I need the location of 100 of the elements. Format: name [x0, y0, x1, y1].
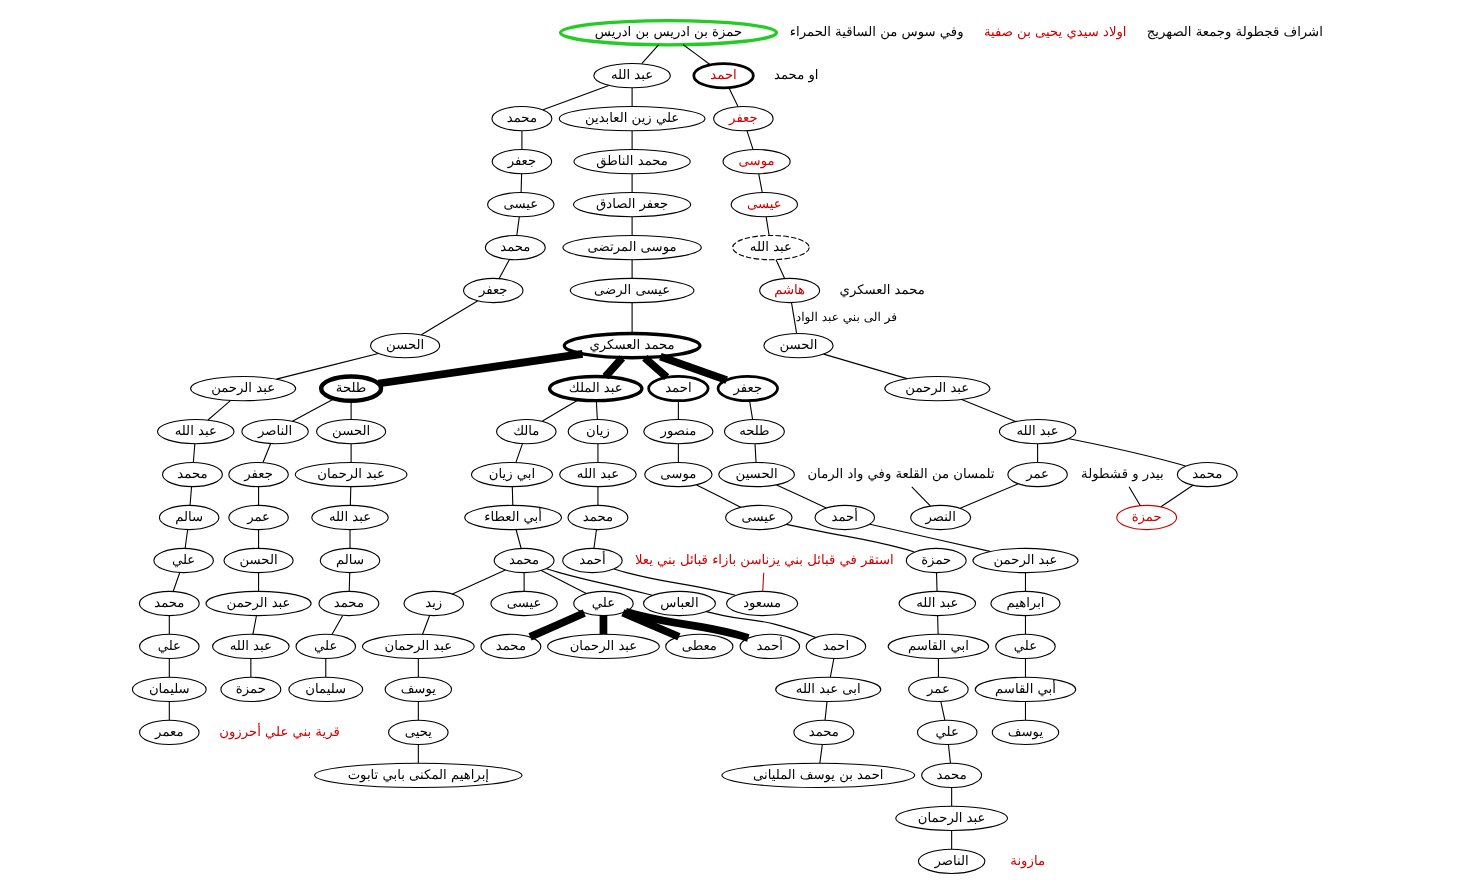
connector [189, 486, 193, 506]
connector [515, 529, 522, 549]
connector [936, 572, 938, 592]
connector [184, 529, 189, 549]
connector [520, 173, 523, 193]
connector [168, 615, 170, 635]
connector [275, 352, 379, 380]
connector [511, 486, 514, 506]
connector [791, 302, 798, 334]
connector [746, 130, 754, 150]
connector [528, 609, 586, 641]
connector [762, 572, 765, 592]
connector [1128, 486, 1141, 507]
connector [422, 615, 431, 635]
connector [417, 658, 419, 678]
connector [349, 486, 352, 506]
connector [252, 615, 257, 635]
connector [348, 572, 351, 592]
connector [250, 658, 252, 678]
connector [325, 658, 327, 678]
connector [631, 216, 633, 236]
connector [597, 486, 599, 506]
connector [540, 569, 587, 595]
connector [545, 568, 653, 596]
connector [498, 259, 510, 280]
connector [621, 609, 681, 641]
connector [631, 302, 633, 334]
connector [754, 443, 757, 463]
connector [1037, 443, 1039, 463]
connector [207, 399, 232, 421]
connector [168, 701, 170, 721]
connector [1024, 701, 1026, 721]
connector [541, 399, 579, 422]
connector [824, 701, 828, 721]
connector [631, 130, 633, 150]
connector [420, 300, 479, 336]
connector [758, 173, 763, 193]
connector [677, 443, 679, 463]
connector [331, 615, 344, 636]
connector [192, 443, 196, 463]
connector [1024, 572, 1026, 592]
connector [1160, 484, 1194, 508]
connector [819, 744, 823, 764]
connector [728, 87, 739, 108]
connector [677, 400, 679, 420]
connector [377, 350, 584, 388]
connector [937, 658, 939, 678]
connector [940, 701, 946, 721]
connector [613, 568, 736, 596]
connector [631, 259, 633, 279]
connector [937, 615, 939, 635]
connector [1024, 658, 1026, 678]
connector [961, 399, 1017, 423]
connector [597, 443, 599, 463]
connector [593, 529, 597, 549]
connector [642, 354, 670, 381]
connector [515, 443, 523, 463]
connector [659, 353, 728, 384]
connector [641, 44, 660, 65]
connector [1068, 438, 1186, 467]
connector [258, 529, 260, 549]
connector [947, 744, 951, 764]
connector [682, 44, 711, 66]
connector [168, 658, 170, 678]
connector [911, 486, 931, 507]
connector [823, 353, 908, 380]
connector [523, 572, 525, 592]
connector [451, 569, 506, 595]
connector [417, 701, 419, 721]
connector [749, 400, 754, 420]
connector [951, 830, 953, 850]
connector [1024, 615, 1026, 635]
connector [516, 216, 520, 236]
connector [696, 484, 742, 508]
connector [785, 523, 915, 553]
connector [349, 529, 351, 549]
connector [521, 130, 523, 150]
connector [291, 398, 335, 422]
connector [350, 443, 352, 463]
connector [542, 84, 610, 111]
connector [172, 572, 181, 592]
connector [829, 658, 835, 678]
connector [951, 787, 953, 807]
connector [258, 486, 260, 506]
connector [350, 400, 352, 420]
connector [631, 173, 633, 193]
connector [765, 216, 770, 236]
connector [417, 744, 419, 764]
connector [959, 483, 1019, 509]
connector [599, 615, 608, 635]
connector [869, 523, 991, 552]
connector [258, 572, 260, 592]
connector [624, 608, 750, 642]
connector [595, 400, 598, 420]
connector [602, 355, 626, 380]
connector [631, 87, 633, 107]
connector [775, 259, 786, 279]
connector [262, 443, 272, 463]
connector [705, 611, 817, 638]
connector [776, 484, 827, 509]
